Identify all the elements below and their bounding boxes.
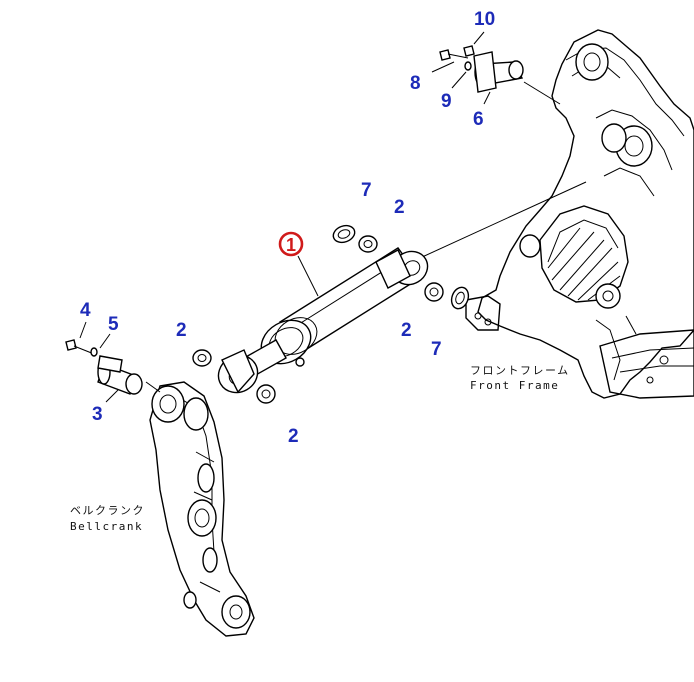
callout-5: 5 xyxy=(108,314,119,335)
labels: フロントフレーム Front Frame ベルクランク Bellcrank xyxy=(70,364,570,533)
front-frame xyxy=(465,29,694,399)
upper-pin-assembly xyxy=(431,31,561,105)
bellcrank-label-jp: ベルクランク xyxy=(70,504,145,517)
bellcrank-label-en: Bellcrank xyxy=(70,520,143,533)
callout-2-left: 2 xyxy=(176,320,187,341)
callout-4: 4 xyxy=(80,300,91,321)
callout-2-lower: 2 xyxy=(288,426,299,447)
callout-2-upper: 2 xyxy=(394,197,405,218)
front-frame-label-en: Front Frame xyxy=(470,379,559,392)
lower-pin-assembly xyxy=(65,321,161,403)
callout-1: 1 xyxy=(286,235,296,255)
callout-2-right: 2 xyxy=(401,320,412,341)
callout-7-upper: 7 xyxy=(361,180,372,201)
callout-9: 9 xyxy=(441,91,452,112)
callout-3: 3 xyxy=(92,404,103,425)
cylinder-leader-line xyxy=(419,181,587,259)
hydraulic-cylinder xyxy=(217,181,587,394)
callout-8: 8 xyxy=(410,73,421,94)
callout-1-circle xyxy=(278,231,304,257)
front-frame-label-jp: フロントフレーム xyxy=(470,364,570,377)
callout-10: 10 xyxy=(474,9,495,30)
callout-7-right: 7 xyxy=(431,339,442,360)
bellcrank xyxy=(149,381,255,637)
callouts: 10 8 9 6 7 2 2 7 4 5 2 3 2 1 xyxy=(80,9,495,447)
cylinder-bushings xyxy=(192,224,470,404)
callout-6: 6 xyxy=(473,109,484,130)
